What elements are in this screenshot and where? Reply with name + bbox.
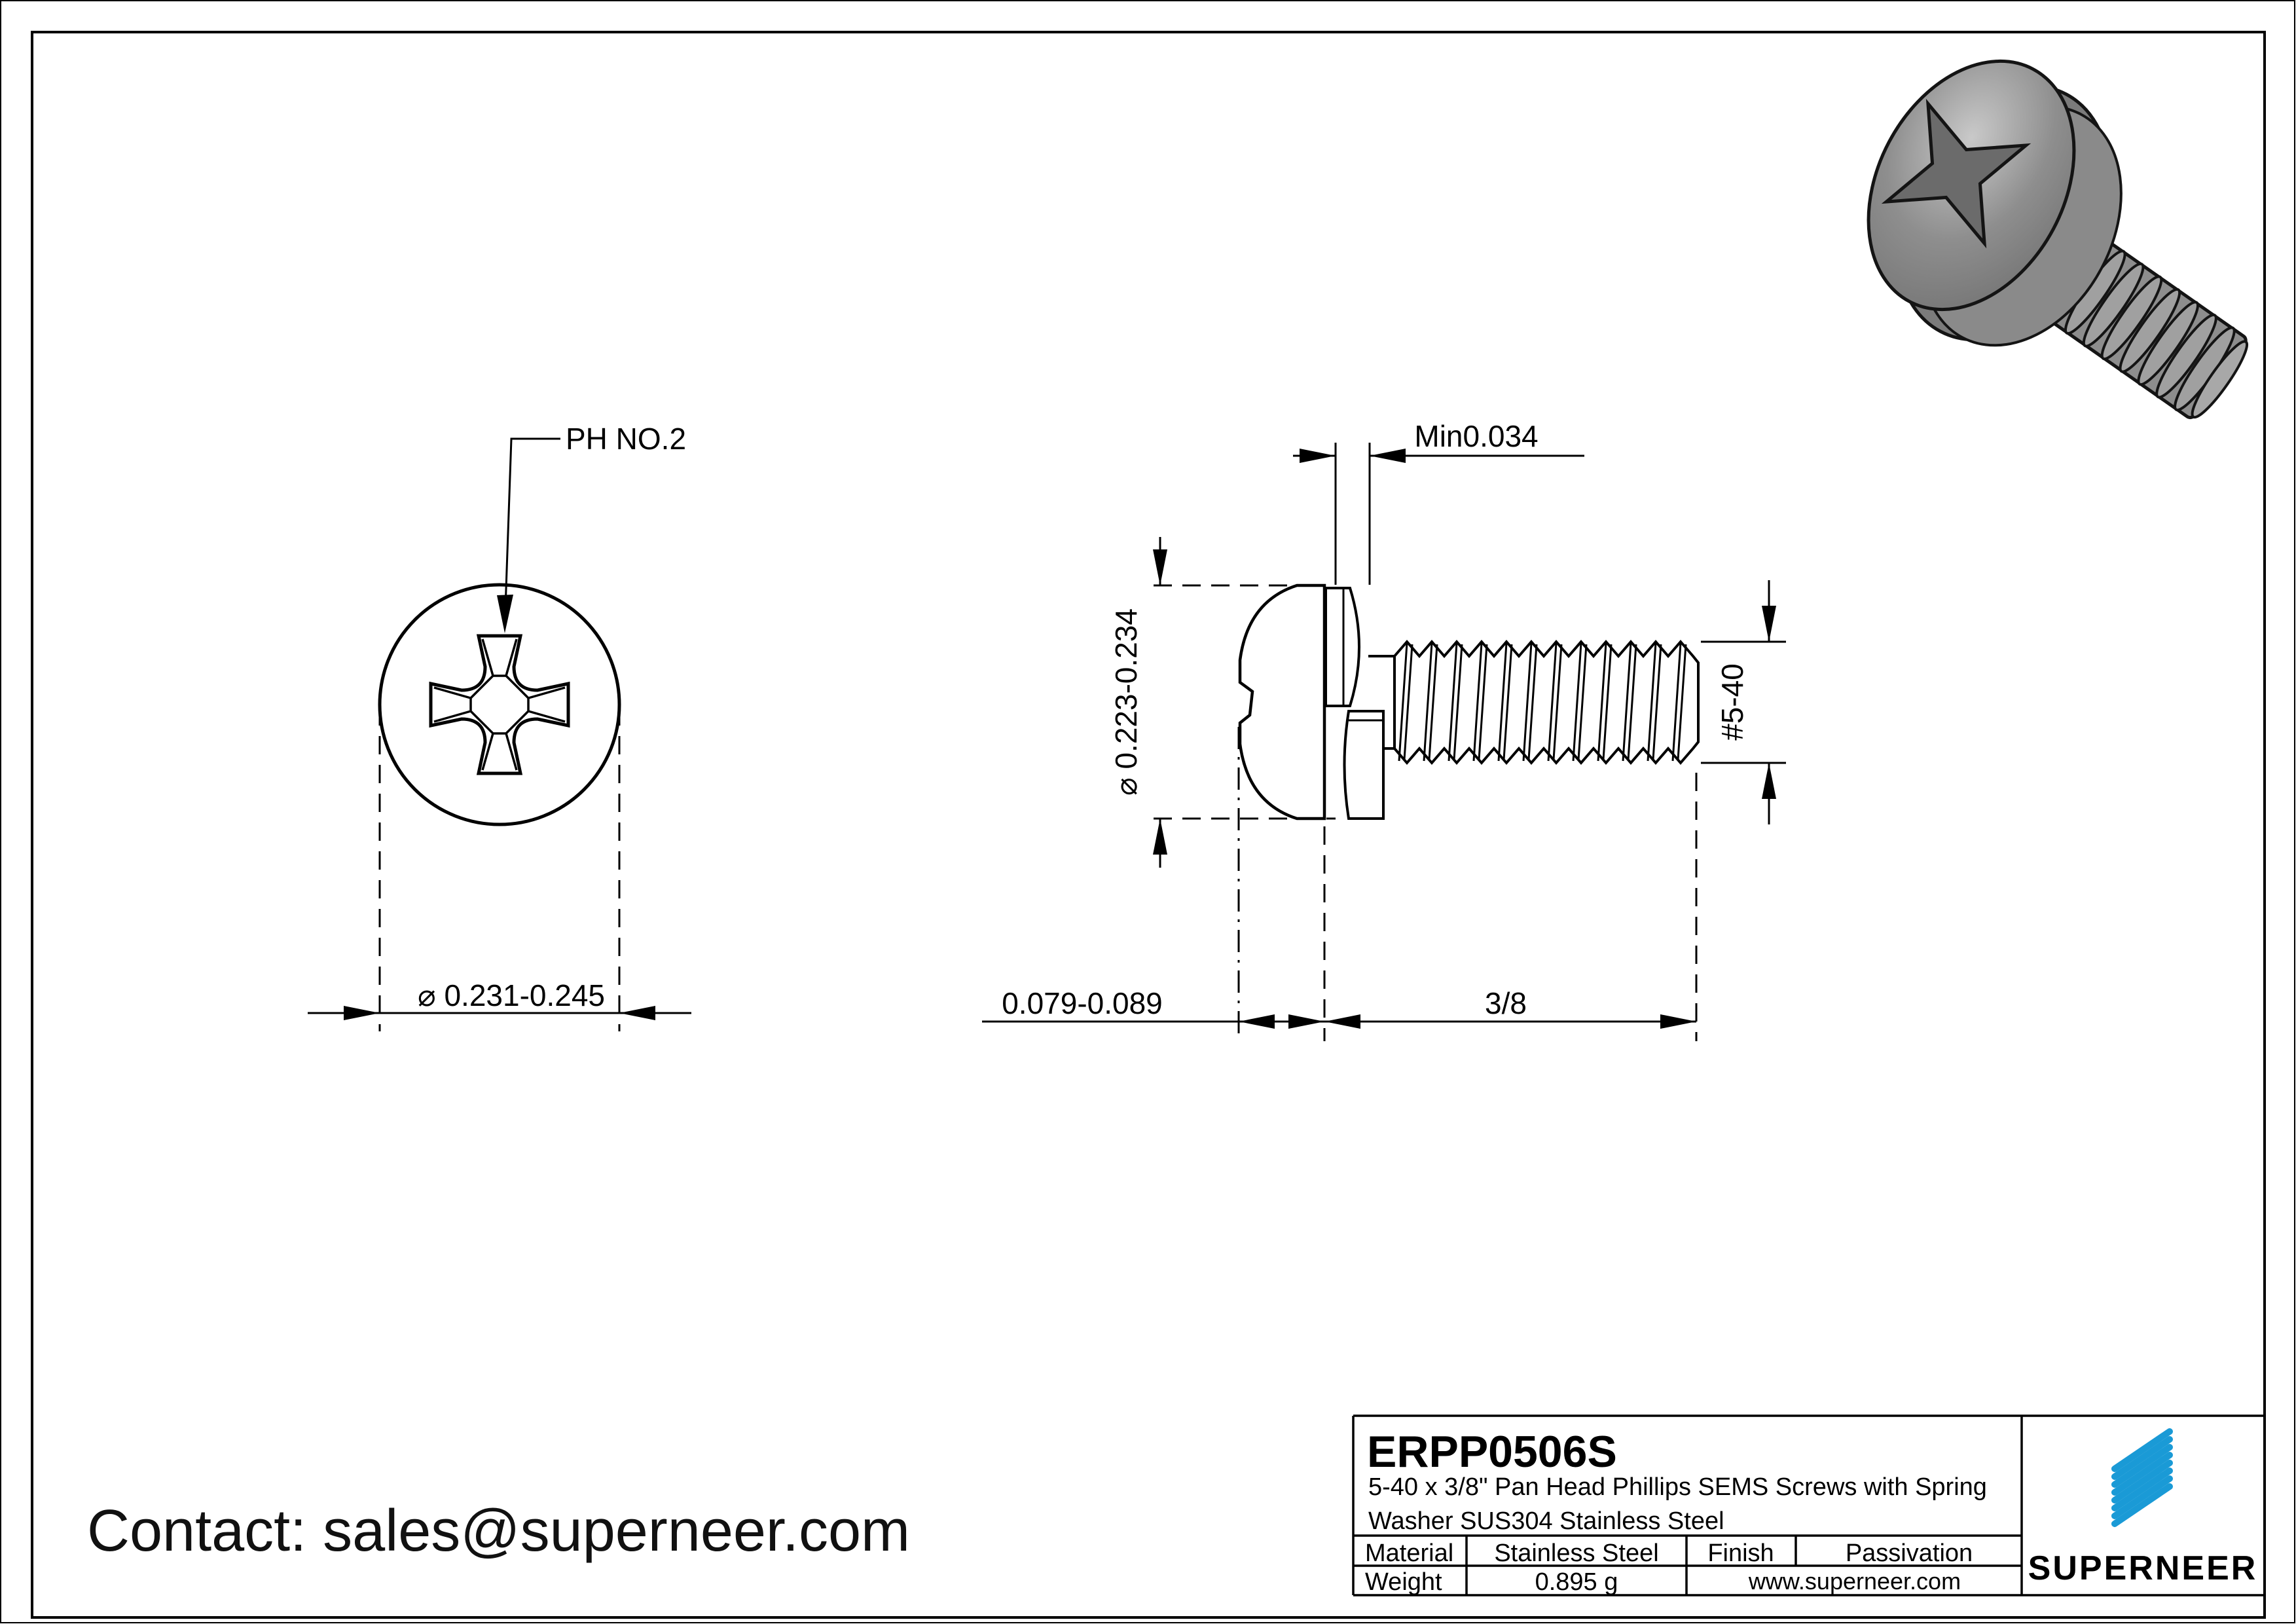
washer-thickness-label: Min0.034 <box>1414 419 1538 453</box>
screw-3d-phillips-recess <box>1881 98 2032 249</box>
thread-length-label: 3/8 <box>1485 986 1527 1020</box>
thread-dia-extension-lines <box>1701 640 1786 764</box>
weight-label: Weight <box>1365 1568 1442 1596</box>
finish-label: Finish <box>1707 1540 1774 1567</box>
description-line-1: 5-40 x 3/8" Pan Head Phillips SEMS Screw… <box>1368 1473 1987 1501</box>
ph-number-label: PH NO.2 <box>566 422 686 456</box>
washer-dimension-arrows <box>1300 449 1406 463</box>
side-head-dia-extension-lines <box>1154 584 1336 820</box>
thread-rib <box>2100 275 2163 361</box>
logo-stripe <box>2111 1436 2173 1480</box>
ph-leader-line <box>503 437 560 627</box>
description-line-2: Washer SUS304 Stainless Steel <box>1368 1507 1724 1535</box>
thread-rib <box>2119 287 2181 373</box>
screw-3d-render <box>1867 59 2249 420</box>
pan-head-profile <box>1238 583 1326 821</box>
logo-stripe <box>2111 1444 2173 1488</box>
front-view: PH NO.2 ⌀ 0.231-0.245 <box>308 422 691 1031</box>
logo-stripe <box>2111 1467 2173 1511</box>
head-height-label: 0.079-0.089 <box>1002 986 1163 1020</box>
logo-stripe <box>2111 1460 2173 1504</box>
front-diameter-label: ⌀ 0.231-0.245 <box>418 978 605 1012</box>
brand-name: SUPERNEER <box>2028 1549 2258 1587</box>
logo-stripe <box>2111 1452 2173 1496</box>
phillips-cross-outline <box>429 634 570 775</box>
thread-rib <box>2137 301 2199 386</box>
side-view: Min0.034 ⌀ 0.223-0.234 #5-40 0.079-0.089… <box>982 419 1786 1041</box>
front-extension-lines <box>378 707 621 1031</box>
phillips-recess <box>429 634 570 775</box>
bottom-extension-lines <box>1323 773 1698 1041</box>
material-value: Stainless Steel <box>1494 1540 1658 1567</box>
thread-crest-lines <box>1398 642 1687 762</box>
thread-dia-arrows <box>1762 606 1776 799</box>
website-link[interactable]: www.superneer.com <box>1748 1568 1961 1595</box>
bottom-dimension-arrows <box>1239 1014 1696 1029</box>
brand-logo-stripes <box>2111 1428 2173 1527</box>
side-head-dia-arrows <box>1153 549 1167 855</box>
spring-washer-lower <box>1343 710 1385 820</box>
thread-rib <box>2155 313 2217 399</box>
part-number: ERPP0506S <box>1367 1427 1617 1477</box>
title-block: ERPP0506S 5-40 x 3/8" Pan Head Phillips … <box>1352 1414 2266 1596</box>
screw-3d-tip <box>2191 340 2249 419</box>
ph-leader-arrowhead <box>497 595 513 633</box>
weight-value: 0.895 g <box>1535 1568 1618 1596</box>
material-label: Material <box>1365 1540 1453 1567</box>
drawing-frame <box>31 31 2266 1619</box>
logo-stripe <box>2111 1475 2173 1519</box>
thread-spec-label: #5-40 <box>1715 663 1749 741</box>
phillips-cross-detail <box>433 638 566 771</box>
washer-extension-lines <box>1334 443 1371 585</box>
side-head-diameter-label: ⌀ 0.223-0.234 <box>1109 608 1143 796</box>
logo-stripe <box>2111 1483 2173 1527</box>
thread-profile <box>1393 639 1700 766</box>
finish-value: Passivation <box>1846 1540 1973 1567</box>
thread-rib <box>2082 262 2145 348</box>
contact-line: Contact: sales@superneer.com <box>87 1498 910 1564</box>
title-block-grid <box>1352 1414 2266 1596</box>
brand-logo: SUPERNEER <box>2028 1428 2258 1587</box>
logo-stripe <box>2111 1428 2173 1472</box>
